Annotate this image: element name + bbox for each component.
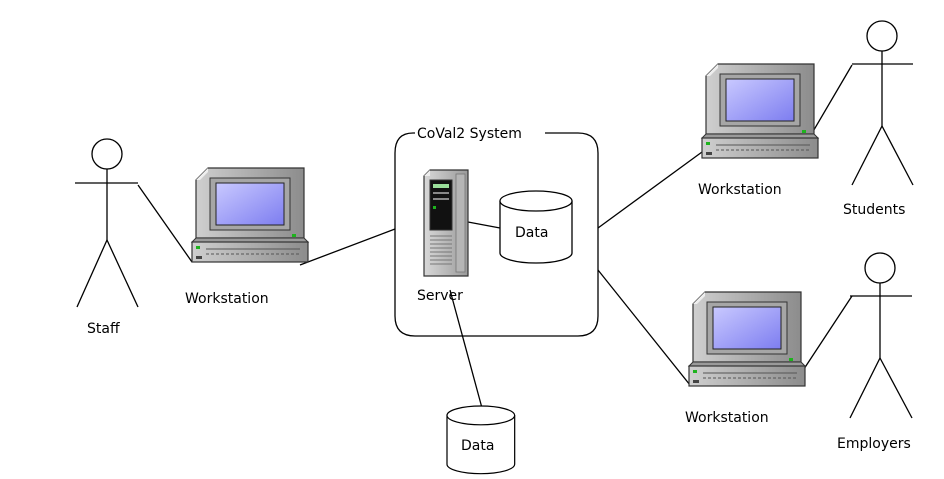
workstation-employers-label: Workstation bbox=[685, 410, 769, 426]
link-students-workstation bbox=[807, 64, 853, 141]
workstation-staff bbox=[191, 167, 309, 263]
workstation-students bbox=[701, 63, 819, 159]
connections bbox=[137, 64, 853, 409]
link-workstation-system bbox=[299, 228, 396, 266]
actor-employers-label: Employers bbox=[837, 436, 911, 452]
server-label: Server bbox=[417, 288, 463, 304]
link-staff-workstation bbox=[137, 184, 193, 263]
actor-students-icon bbox=[851, 20, 914, 186]
link-system-employers-workstation bbox=[597, 269, 691, 386]
workstation-students-label: Workstation bbox=[698, 182, 782, 198]
system-label: CoVal2 System bbox=[417, 126, 522, 142]
actor-staff-label: Staff bbox=[87, 321, 120, 337]
system-boundary: CoVal2 System bbox=[394, 126, 599, 337]
link-employers-workstation bbox=[797, 295, 853, 379]
workstation-employers bbox=[688, 291, 806, 387]
link-system-students-workstation bbox=[597, 151, 703, 229]
actor-employers-icon bbox=[849, 252, 913, 419]
link-server-external-data bbox=[449, 289, 483, 409]
actor-staff-icon bbox=[75, 138, 139, 308]
data-store-internal-label: Data bbox=[515, 225, 548, 241]
actor-students-label: Students bbox=[843, 202, 905, 218]
link-server-data bbox=[467, 221, 501, 229]
workstation-staff-label: Workstation bbox=[185, 291, 269, 307]
server-icon bbox=[423, 169, 469, 277]
data-store-external-label: Data bbox=[461, 438, 494, 454]
